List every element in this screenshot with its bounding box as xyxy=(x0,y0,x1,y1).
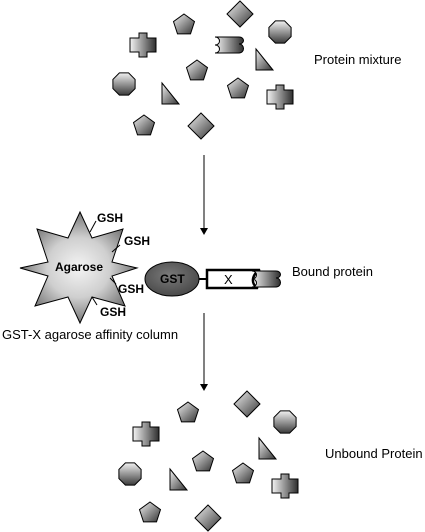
x-binding-domain xyxy=(205,268,261,290)
pentagon-protein xyxy=(138,501,162,523)
unbound-protein-label: Unbound Protein xyxy=(325,446,423,461)
x-label: X xyxy=(224,272,233,287)
cross-protein xyxy=(271,473,299,499)
pentagon-protein xyxy=(231,462,255,484)
pentagon-protein xyxy=(176,401,200,423)
protein-mixture-label: Protein mixture xyxy=(314,52,402,67)
agarose-label: Agarose xyxy=(55,260,104,274)
octagon-protein xyxy=(273,410,297,434)
gsh-bond-2 xyxy=(111,244,121,253)
cross-protein xyxy=(132,421,160,447)
gsh-label-1: GSH xyxy=(97,211,124,225)
triangle-protein xyxy=(169,467,189,491)
bound-protein-label: Bound protein xyxy=(292,264,373,279)
gsh-bond-3 xyxy=(109,277,117,285)
diamond-protein xyxy=(194,504,222,532)
diamond-protein xyxy=(187,112,215,140)
pentagon-protein xyxy=(132,114,156,136)
affinity-column-label: GST-X agarose affinity column xyxy=(2,327,179,342)
pentagon-protein xyxy=(185,59,209,81)
octagon-protein xyxy=(112,72,136,96)
scroll-protein xyxy=(214,36,244,54)
gsh-label-3: GSH xyxy=(118,282,145,296)
gsh-bond-4 xyxy=(91,296,98,306)
octagon-protein xyxy=(268,20,292,44)
octagon-protein xyxy=(118,462,142,486)
diamond-protein xyxy=(226,0,254,28)
scroll-protein xyxy=(251,270,281,288)
pentagon-protein xyxy=(191,450,215,472)
pentagon-protein xyxy=(226,77,250,99)
bound-protein-scroll xyxy=(251,270,281,288)
cross-protein xyxy=(266,84,294,110)
unbound-protein-shapes xyxy=(118,390,299,532)
triangle-protein xyxy=(161,81,181,105)
gsh-label-2: GSH xyxy=(124,234,151,248)
cross-protein xyxy=(129,32,157,58)
triangle-protein xyxy=(258,436,278,460)
gst-label: GST xyxy=(160,272,185,286)
pentagon-protein xyxy=(172,13,196,35)
protein-mixture-shapes xyxy=(112,0,294,140)
gsh-bond-1 xyxy=(89,220,97,233)
diamond-protein xyxy=(233,390,261,418)
agarose-bead xyxy=(19,210,139,325)
gsh-label-4: GSH xyxy=(100,305,127,319)
triangle-protein xyxy=(255,47,275,71)
